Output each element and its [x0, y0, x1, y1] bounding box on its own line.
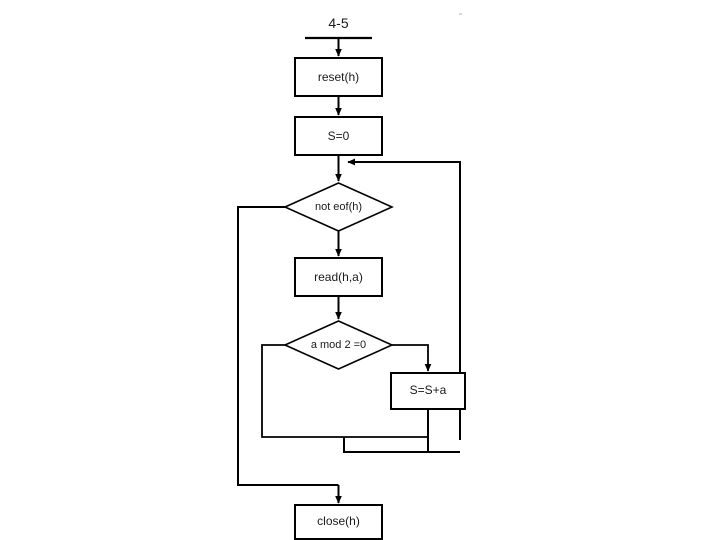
edge-accum-to-loopback: [427, 409, 460, 453]
node-amod2: [283, 320, 394, 370]
node-noteof-label: not eof(h): [315, 201, 362, 213]
node-accum-label: S=S+a: [410, 383, 447, 397]
edge-noteof-false-to-close: [237, 206, 339, 486]
edge-amod2-true-to-accum: [392, 344, 432, 372]
node-amod2-label: a mod 2 =0: [311, 339, 366, 351]
start-label: 4-5: [328, 15, 348, 31]
node-reset-label: reset(h): [318, 70, 359, 84]
page-speck-artifact: [459, 13, 462, 15]
node-close-label: close(h): [317, 514, 360, 528]
node-accum: [390, 372, 466, 410]
node-init: [294, 116, 383, 156]
edge-merge-to-rail: [343, 437, 460, 453]
node-read-label: read(h,a): [314, 270, 363, 284]
edge-loopback-rail: [347, 158, 461, 440]
node-read: [294, 257, 383, 297]
node-reset: [294, 57, 383, 97]
node-close: [294, 504, 383, 540]
node-init-label: S=0: [328, 129, 350, 143]
